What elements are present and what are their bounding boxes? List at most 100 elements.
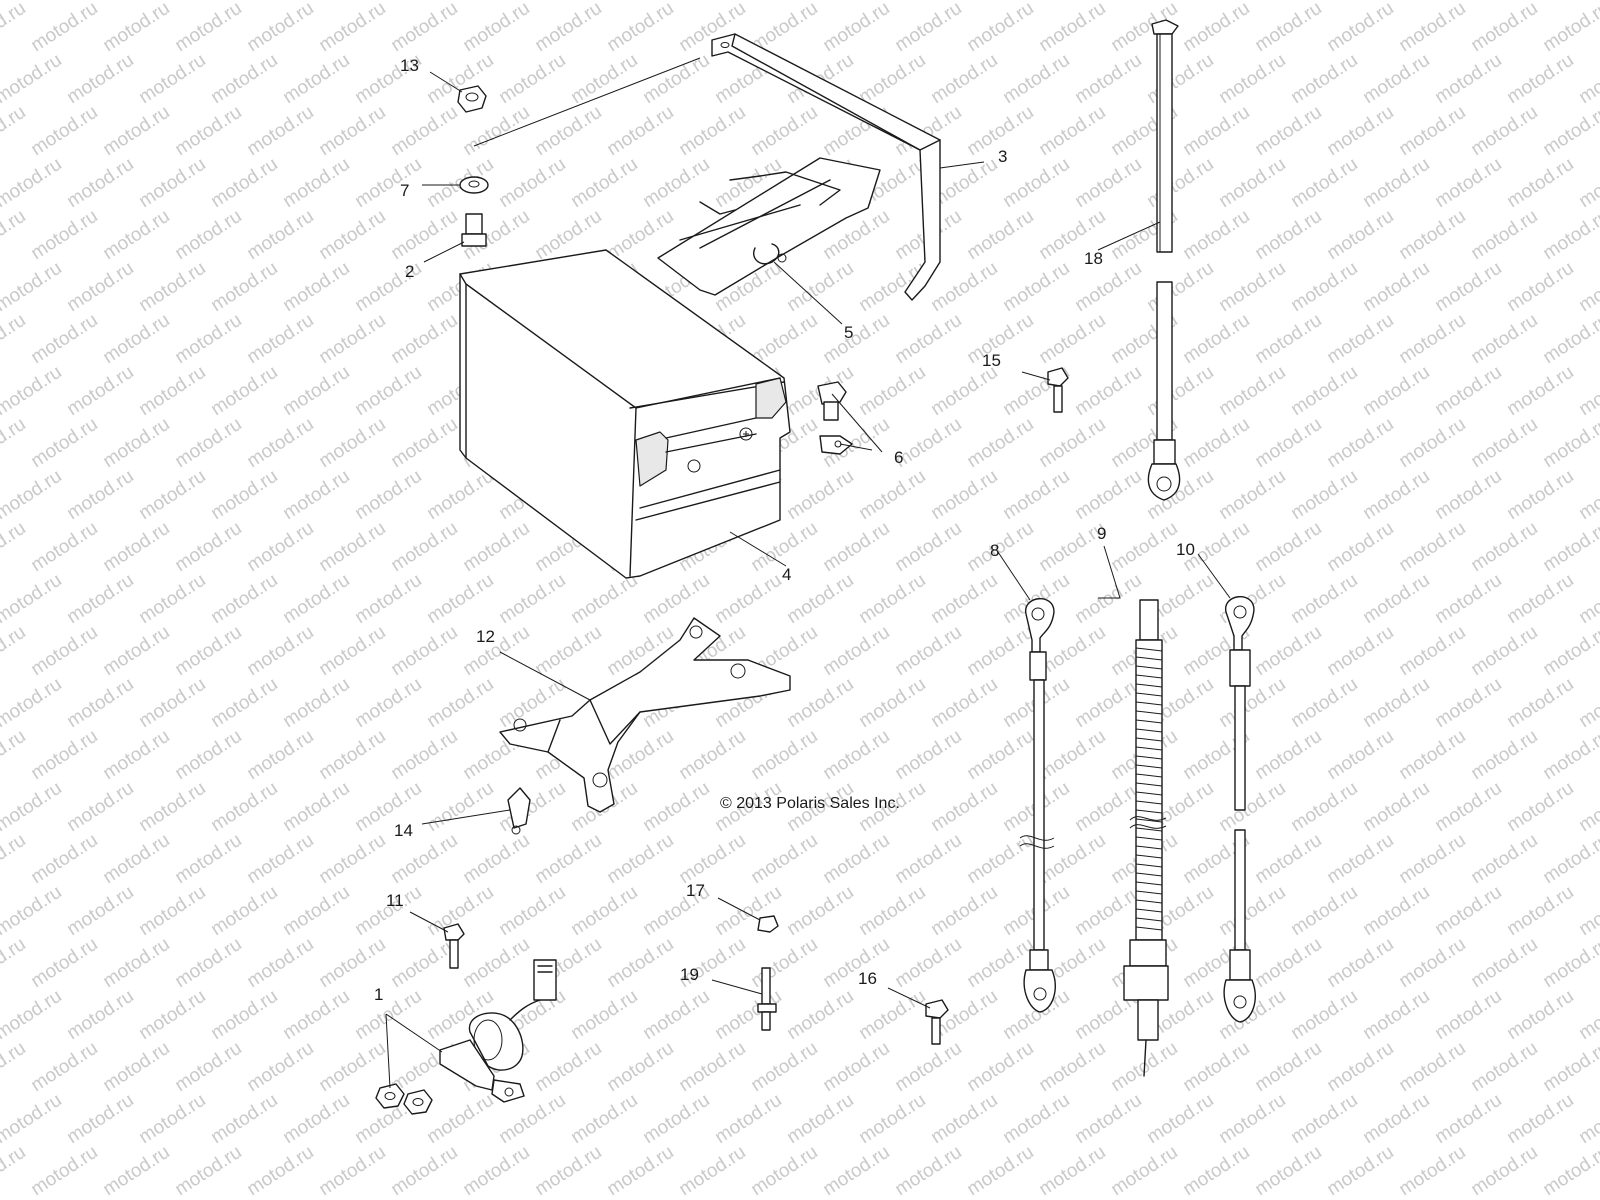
watermark-text: motod.ru	[351, 986, 425, 1044]
watermark-text: motod.ru	[207, 154, 281, 212]
watermark-text: motod.ru	[279, 258, 353, 316]
watermark-text: motod.ru	[0, 206, 30, 264]
watermark-text: motod.ru	[1395, 414, 1469, 472]
watermark-text: motod.ru	[927, 466, 1001, 524]
watermark-text: motod.ru	[1287, 258, 1361, 316]
watermark-text: motod.ru	[279, 674, 353, 732]
watermark-text: motod.ru	[1503, 986, 1577, 1044]
watermark-text: motod.ru	[855, 362, 929, 420]
watermark-text: motod.ru	[99, 1142, 173, 1200]
watermark-text: motod.ru	[1071, 674, 1145, 732]
part-10-cable	[1223, 595, 1256, 1023]
watermark-text: motod.ru	[1395, 830, 1469, 888]
watermark-text: motod.ru	[243, 0, 317, 56]
watermark-text: motod.ru	[999, 154, 1073, 212]
watermark-text: motod.ru	[1071, 0, 1145, 4]
watermark-text: motod.ru	[423, 1090, 497, 1148]
watermark-text: motod.ru	[135, 154, 209, 212]
part-5-plate	[657, 157, 881, 296]
watermark-text: motod.ru	[783, 674, 857, 732]
watermark-text: motod.ru	[999, 0, 1073, 4]
watermark-text: motod.ru	[1359, 258, 1433, 316]
watermark-text: motod.ru	[1035, 1038, 1109, 1096]
watermark-text: motod.ru	[963, 1038, 1037, 1096]
watermark-text: motod.ru	[1431, 258, 1505, 316]
watermark-text: motod.ru	[1359, 0, 1433, 4]
watermark-text: motod.ru	[1323, 830, 1397, 888]
watermark-text: motod.ru	[63, 986, 137, 1044]
watermark-text: motod.ru	[0, 986, 66, 1044]
watermark-text: motod.ru	[243, 934, 317, 992]
watermark-text: motod.ru	[0, 362, 66, 420]
watermark-text: motod.ru	[1395, 0, 1469, 56]
watermark-text: motod.ru	[675, 830, 749, 888]
watermark-text: motod.ru	[711, 986, 785, 1044]
watermark-text: motod.ru	[783, 0, 857, 4]
watermark-text: motod.ru	[531, 0, 605, 56]
watermark-text: motod.ru	[1179, 1038, 1253, 1096]
watermark-text: motod.ru	[1323, 1038, 1397, 1096]
watermark-text: motod.ru	[1035, 310, 1109, 368]
watermark-text: motod.ru	[747, 102, 821, 160]
watermark-text: motod.ru	[135, 570, 209, 628]
watermark-text: motod.ru	[387, 206, 461, 264]
watermark-text: motod.ru	[783, 1090, 857, 1148]
watermark-text: motod.ru	[711, 570, 785, 628]
watermark-text: motod.ru	[135, 0, 209, 4]
watermark-text: motod.ru	[1467, 102, 1541, 160]
watermark-text: motod.ru	[1143, 362, 1217, 420]
watermark-text: motod.ru	[1539, 1038, 1600, 1096]
part-2-bolt	[461, 213, 487, 247]
watermark-text: motod.ru	[891, 0, 965, 56]
watermark-text: motod.ru	[171, 830, 245, 888]
watermark-text: motod.ru	[1287, 674, 1361, 732]
watermark-text: motod.ru	[783, 986, 857, 1044]
watermark-text: motod.ru	[1467, 518, 1541, 576]
watermark-text: motod.ru	[1251, 1142, 1325, 1200]
watermark-text: motod.ru	[855, 986, 929, 1044]
watermark-text: motod.ru	[63, 570, 137, 628]
watermark-text: motod.ru	[1575, 154, 1600, 212]
watermark-text: motod.ru	[1179, 414, 1253, 472]
watermark-text: motod.ru	[315, 830, 389, 888]
copyright-notice: © 2013 Polaris Sales Inc.	[720, 795, 900, 812]
watermark-text: motod.ru	[423, 674, 497, 732]
watermark-text: motod.ru	[1107, 1142, 1181, 1200]
watermark-text: motod.ru	[351, 362, 425, 420]
watermark-text: motod.ru	[1539, 726, 1600, 784]
watermark-text: motod.ru	[279, 0, 353, 4]
watermark-text: motod.ru	[963, 1142, 1037, 1200]
watermark-text: motod.ru	[891, 1142, 965, 1200]
watermark-text: motod.ru	[1395, 622, 1469, 680]
watermark-text: motod.ru	[135, 466, 209, 524]
watermark-text: motod.ru	[243, 414, 317, 472]
callout-11: 11	[386, 891, 404, 910]
watermark-text: motod.ru	[1503, 674, 1577, 732]
watermark-text: motod.ru	[1359, 362, 1433, 420]
callout-9: 9	[1097, 524, 1106, 543]
callout-14: 14	[394, 821, 413, 840]
watermark-text: motod.ru	[1323, 414, 1397, 472]
watermark-text: motod.ru	[351, 570, 425, 628]
part-9-ground-wire	[1123, 599, 1169, 1077]
watermark-text: motod.ru	[963, 830, 1037, 888]
watermark-text: motod.ru	[531, 830, 605, 888]
watermark-text: motod.ru	[387, 1142, 461, 1200]
callout-13: 13	[400, 56, 419, 75]
watermark-text: motod.ru	[1395, 102, 1469, 160]
watermark-text: motod.ru	[927, 258, 1001, 316]
watermark-text: motod.ru	[495, 154, 569, 212]
watermark-text: motod.ru	[1467, 726, 1541, 784]
callout-8: 8	[990, 541, 999, 560]
watermark-text: motod.ru	[999, 258, 1073, 316]
watermark-text: motod.ru	[27, 934, 101, 992]
watermark-text: motod.ru	[639, 1090, 713, 1148]
watermark-text: motod.ru	[27, 726, 101, 784]
watermark-text: motod.ru	[963, 518, 1037, 576]
watermark-text: motod.ru	[531, 1038, 605, 1096]
watermark-text: motod.ru	[243, 1142, 317, 1200]
watermark-text: motod.ru	[1431, 674, 1505, 732]
watermark-text: motod.ru	[459, 0, 533, 56]
watermark-text: motod.ru	[1395, 934, 1469, 992]
watermark-text: motod.ru	[1395, 206, 1469, 264]
